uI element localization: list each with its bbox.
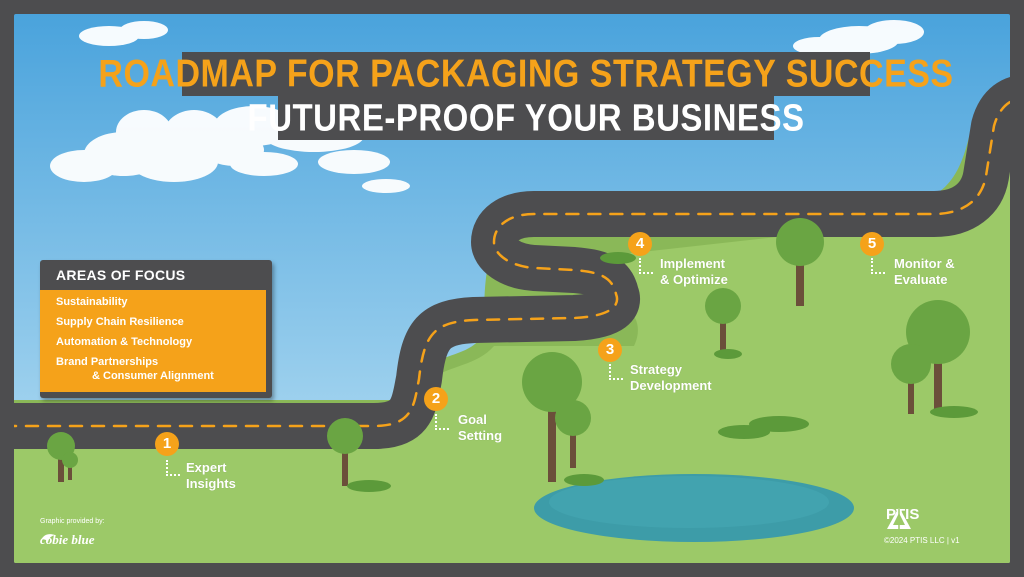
- ptis-triangle-icon: [887, 507, 911, 529]
- tree: [776, 218, 824, 306]
- title-banner: ROADMAP FOR PACKAGING STRATEGY SUCCESS: [98, 52, 953, 96]
- bushes: [347, 252, 978, 492]
- step-5-label: Monitor & Evaluate: [894, 256, 955, 287]
- road: [14, 78, 1010, 449]
- step-4-label: Implement & Optimize: [660, 256, 728, 287]
- page-subtitle: FUTURE-PROOF YOUR BUSINESS: [247, 96, 805, 139]
- step-4-connector: [639, 258, 653, 274]
- step-3-connector: [609, 364, 623, 380]
- subtitle-banner: FUTURE-PROOF YOUR BUSINESS: [248, 96, 804, 140]
- tree: [327, 418, 363, 486]
- tree: [705, 288, 741, 354]
- trees: [47, 218, 970, 486]
- tree: [555, 400, 591, 468]
- step-3-badge: 3: [598, 338, 622, 362]
- step-2-label: Goal Setting: [458, 412, 503, 443]
- step-1-connector: [166, 460, 180, 476]
- credit-text: Graphic provided by:: [40, 518, 105, 525]
- step-1-badge: 1: [155, 432, 179, 456]
- cobie-blue-logo: cobie blue: [40, 532, 95, 547]
- clouds: [50, 20, 924, 193]
- tree: [522, 352, 582, 482]
- pond: [534, 474, 854, 542]
- step-5-badge: 5: [860, 232, 884, 256]
- step-2-connector: [435, 414, 449, 430]
- step-5-connector: [871, 258, 885, 274]
- step-1-label: Expert Insights: [186, 460, 236, 491]
- step-4-badge: 4: [628, 232, 652, 256]
- bird-icon: [41, 534, 55, 542]
- step-3-label: Strategy Development: [630, 362, 712, 393]
- areas-of-focus-panel: AREAS OF FOCUS Sustainability Supply Cha…: [40, 260, 272, 398]
- focus-item: & Consumer Alignment: [92, 370, 214, 382]
- page-title: ROADMAP FOR PACKAGING STRATEGY SUCCESS: [98, 51, 954, 96]
- focus-item: Brand Partnerships: [56, 356, 159, 368]
- focus-heading: AREAS OF FOCUS: [56, 267, 186, 283]
- focus-item: Supply Chain Resilience: [56, 316, 184, 328]
- copyright: ©2024 PTIS LLC | v1: [884, 536, 960, 545]
- focus-item: Automation & Technology: [56, 336, 193, 348]
- focus-item: Sustainability: [56, 296, 128, 308]
- roadmap-scene: ROADMAP FOR PACKAGING STRATEGY SUCCESS F…: [14, 14, 1010, 563]
- step-2-badge: 2: [424, 387, 448, 411]
- tree: [891, 344, 931, 414]
- ptis-logo: PTIS: [886, 506, 919, 529]
- focus-list: Sustainability Supply Chain Resilience A…: [40, 290, 266, 392]
- tree: [62, 452, 78, 480]
